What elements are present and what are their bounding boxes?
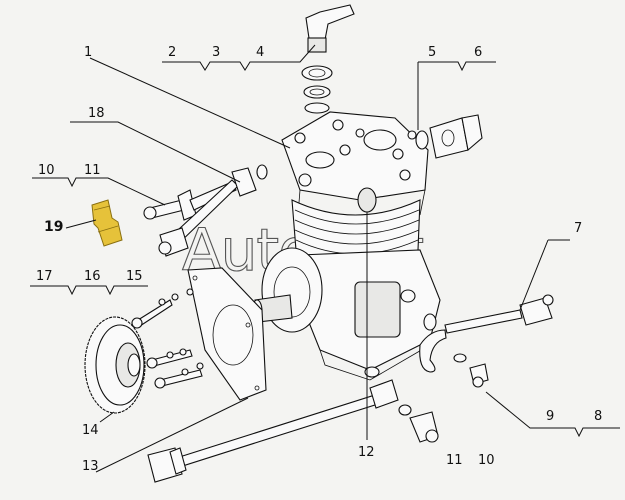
callout-5: 5 bbox=[428, 45, 436, 60]
callout-6: 6 bbox=[474, 45, 482, 60]
left-oil-pipe bbox=[143, 164, 268, 257]
callout-9: 9 bbox=[546, 409, 554, 424]
callout-11-bottom: 11 bbox=[446, 453, 463, 468]
callout-15: 15 bbox=[126, 269, 143, 284]
leader-lines bbox=[30, 44, 620, 473]
callout-2: 2 bbox=[168, 45, 176, 60]
callout-10: 10 bbox=[38, 163, 55, 178]
gasket-plate bbox=[187, 267, 267, 401]
callout-7: 7 bbox=[574, 221, 582, 236]
bolt-set bbox=[131, 288, 204, 389]
callout-1: 1 bbox=[84, 45, 92, 60]
callout-17: 17 bbox=[36, 269, 53, 284]
callout-8: 8 bbox=[594, 409, 602, 424]
highlighted-fitting-19 bbox=[91, 199, 123, 247]
callout-16: 16 bbox=[84, 269, 101, 284]
drive-gear bbox=[84, 316, 146, 414]
top-elbow-fitting bbox=[301, 4, 355, 114]
compressor-body bbox=[251, 111, 441, 381]
callout-12: 12 bbox=[358, 445, 375, 460]
callout-labels: 1 2 3 4 5 6 18 10 11 19 17 16 15 7 8 9 1… bbox=[36, 45, 602, 474]
callout-13: 13 bbox=[82, 459, 99, 474]
callout-14: 14 bbox=[82, 423, 99, 438]
right-oil-pipe bbox=[419, 294, 554, 388]
callout-11: 11 bbox=[84, 163, 101, 178]
callout-19: 19 bbox=[44, 219, 63, 235]
callout-4: 4 bbox=[256, 45, 264, 60]
bottom-oil-pipe bbox=[147, 366, 439, 483]
callout-10-bottom: 10 bbox=[478, 453, 495, 468]
right-elbow-fitting bbox=[415, 114, 483, 159]
callout-18: 18 bbox=[88, 106, 105, 121]
callout-3: 3 bbox=[212, 45, 220, 60]
